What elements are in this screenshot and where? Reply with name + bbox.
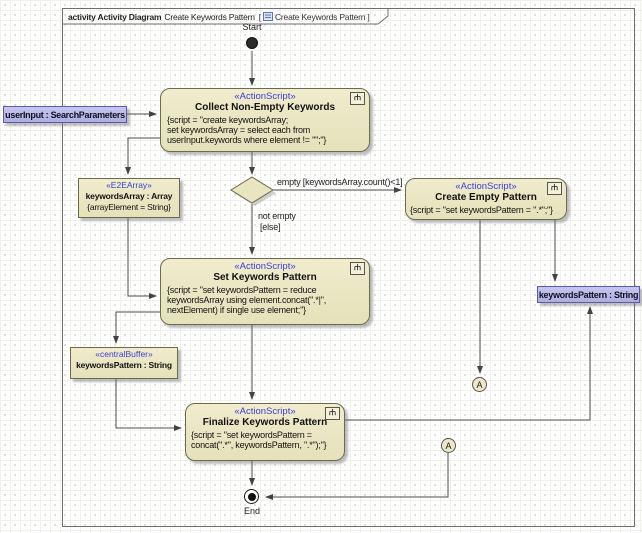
end-node-dot: [247, 492, 256, 501]
action-create-empty-pattern[interactable]: «ActionScript» Create Empty Pattern {scr…: [405, 178, 567, 220]
rake-icon: [350, 92, 365, 105]
script-line: {script = "set keywordsPattern = reduce: [167, 285, 317, 295]
connector-label: A: [445, 440, 452, 451]
end-node[interactable]: [244, 489, 259, 504]
script-line: userInput.keywords where element != "";"…: [167, 135, 327, 145]
action-name: Collect Non-Empty Keywords: [194, 102, 336, 113]
frame-title-tab[interactable]: activity Activity Diagram Create Keyword…: [63, 9, 370, 24]
stereotype-label: «centralBuffer»: [95, 349, 153, 359]
diagram-icon: [262, 12, 273, 21]
action-script: {script = "set keywordsPattern = concat(…: [186, 429, 344, 450]
script-line: {script = "set keywordsPattern = ".*";"}: [410, 205, 553, 215]
object-node-name: keywordsPattern : String: [76, 360, 172, 370]
guard-label-not-empty[interactable]: not empty: [258, 211, 296, 221]
rake-icon: [350, 262, 365, 275]
stereotype-label: «ActionScript»: [234, 91, 296, 102]
connector-a1[interactable]: A: [472, 377, 487, 392]
script-line: {script = "create keywordsArray;: [167, 115, 289, 125]
object-node-label: keywordsPattern : String: [538, 289, 639, 300]
bracket-open: [: [258, 11, 261, 22]
end-label: End: [243, 506, 261, 516]
object-node-userinput[interactable]: userInput : SearchParameters: [3, 106, 127, 123]
object-node-label: userInput : SearchParameters: [5, 109, 125, 120]
object-node-name: keywordsArray : Array: [85, 191, 173, 201]
action-name: Set Keywords Pattern: [213, 272, 317, 283]
script-line: nextElement) if single use element;"}: [167, 305, 306, 315]
object-node-detail: {arrayElement = String}: [87, 202, 171, 212]
stereotype-label: «ActionScript»: [234, 261, 296, 272]
script-line: keywordsArray using element.concat(".*|"…: [167, 295, 327, 305]
frame-keyword: activity Activity Diagram: [68, 11, 162, 22]
action-script: {script = "set keywordsPattern = reduce …: [161, 284, 369, 315]
object-node-keywordsarray[interactable]: «E2EArray» keywordsArray : Array {arrayE…: [78, 178, 180, 218]
action-script: {script = "create keywordsArray; set key…: [161, 114, 369, 145]
script-line: concat(".*", keywordsPattern, ".*");"}: [191, 440, 327, 450]
action-name: Finalize Keywords Pattern: [202, 417, 328, 428]
object-node-keywordspattern-pin[interactable]: keywordsPattern : String: [537, 286, 640, 303]
guard-label-empty[interactable]: empty [keywordsArray.count()<1]: [277, 177, 403, 187]
action-collect-non-empty-keywords[interactable]: «ActionScript» Collect Non-Empty Keyword…: [160, 88, 370, 152]
rake-icon: [547, 182, 562, 195]
action-script: {script = "set keywordsPattern = ".*";"}: [406, 204, 566, 215]
connector-label: A: [476, 379, 483, 390]
frame-diagram-name: Create Keywords Pattern: [164, 11, 255, 22]
object-node-keywordspattern-buffer[interactable]: «centralBuffer» keywordsPattern : String: [70, 347, 178, 379]
rake-icon: [325, 407, 340, 420]
action-finalize-keywords-pattern[interactable]: «ActionScript» Finalize Keywords Pattern…: [185, 403, 345, 461]
action-name: Create Empty Pattern: [435, 192, 537, 203]
stereotype-label: «ActionScript»: [234, 406, 296, 417]
start-node[interactable]: [246, 37, 258, 49]
activity-frame: [62, 8, 635, 527]
stereotype-label: «E2EArray»: [106, 180, 152, 190]
bracket-close: ]: [367, 11, 370, 22]
connector-a2[interactable]: A: [441, 438, 456, 453]
bracket-context-name: Create Keywords Pattern: [274, 11, 366, 22]
guard-label-else[interactable]: [else]: [260, 222, 281, 232]
frame-context: [ Create Keywords Pattern ]: [259, 12, 370, 22]
script-line: {script = "set keywordsPattern =: [191, 430, 312, 440]
script-line: set keywordsArray = select each from: [167, 125, 311, 135]
start-label: Start: [242, 22, 262, 32]
action-set-keywords-pattern[interactable]: «ActionScript» Set Keywords Pattern {scr…: [160, 258, 370, 325]
stereotype-label: «ActionScript»: [455, 181, 517, 192]
